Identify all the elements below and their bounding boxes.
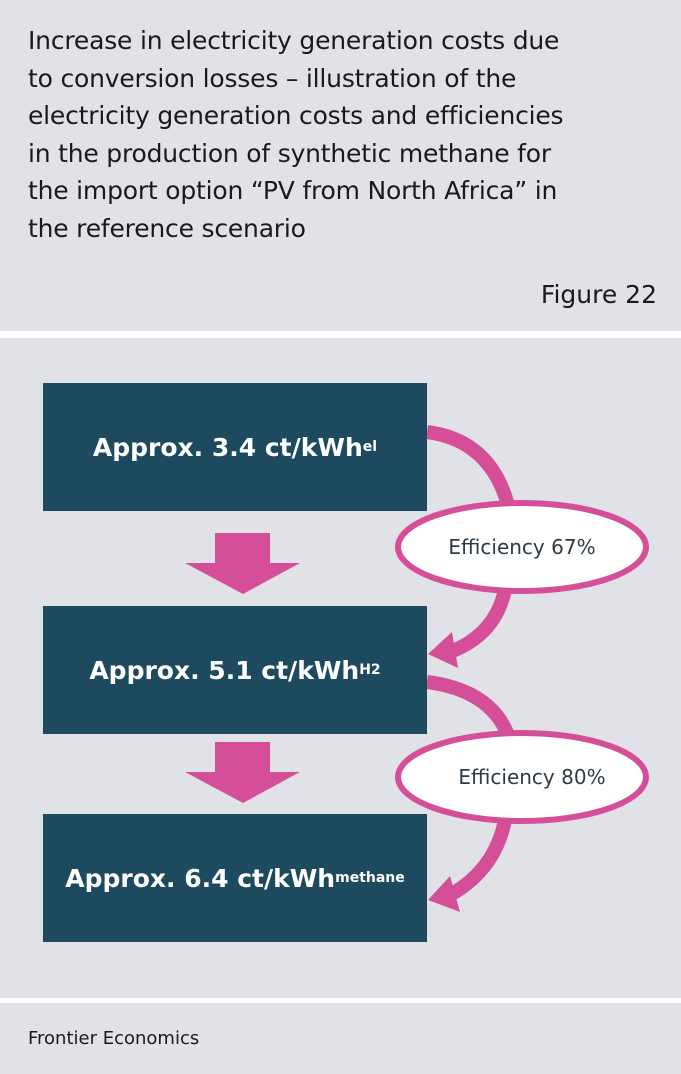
efficiency-label-1: Efficiency 67%: [448, 535, 596, 559]
source-label: Frontier Economics: [28, 1028, 200, 1049]
cost-label: Approx. 5.1 ct/kWh: [89, 655, 360, 685]
cost-label: Approx. 6.4 ct/kWh: [65, 863, 336, 893]
figure-number: Figure 22: [540, 280, 657, 309]
header-panel: Increase in electricity generation costs…: [0, 0, 681, 331]
down-arrow-2: [185, 742, 300, 803]
cost-unit-sub: el: [362, 439, 378, 455]
cost-unit-sub: H2: [359, 662, 381, 678]
curved-arrow-2b: [446, 818, 512, 902]
arrowhead-1: [428, 632, 458, 668]
cost-label: Approx. 3.4 ct/kWh: [92, 432, 363, 462]
arrowhead-2: [428, 876, 460, 912]
efficiency-ellipse-1: [395, 500, 649, 594]
down-arrow-1: [185, 533, 300, 594]
figure-title: Increase in electricity generation costs…: [28, 26, 564, 243]
curved-arrow-1b: [447, 588, 512, 659]
cost-unit-sub: methane: [335, 870, 405, 886]
efficiency-label-2: Efficiency 80%: [458, 765, 606, 789]
footer-panel: [0, 1003, 681, 1074]
curved-arrow-1a: [425, 425, 515, 507]
curved-arrow-2a: [426, 675, 515, 738]
efficiency-ellipse-2: [395, 730, 649, 824]
